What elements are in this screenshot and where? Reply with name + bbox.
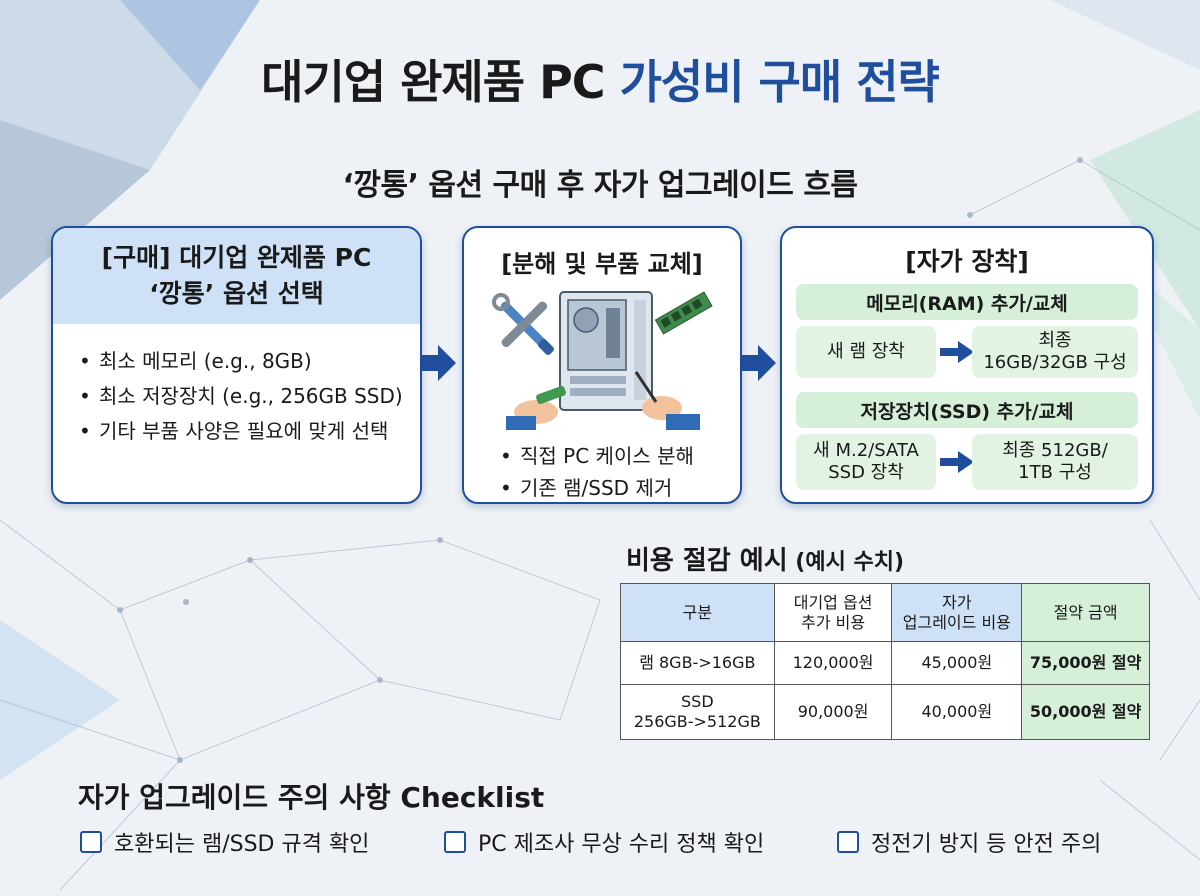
wrench-screwdriver-icon	[492, 293, 554, 355]
step-purchase-card: [구매] 대기업 완제품 PC ‘깡통’ 옵션 선택 최소 메모리 (e.g.,…	[51, 226, 422, 504]
pc-disassembly-illustration	[492, 291, 713, 430]
arrow-right-icon	[940, 451, 974, 473]
step-install-card: [자가 장착] 메모리(RAM) 추가/교체 새 램 장착 최종 16GB/32…	[780, 226, 1154, 504]
row-self-cost: 40,000원	[891, 684, 1023, 740]
ssd-upgrade-label: 저장장치(SSD) 추가/교체	[796, 392, 1138, 428]
table-row: SSD 256GB->512GB 90,000원 40,000원 50,000원…	[620, 684, 1150, 740]
ram-final-line2: 16GB/32GB 구성	[983, 352, 1127, 373]
header-self-cost: 자가 업그레이드 비용	[891, 583, 1023, 642]
row-category-line1: SSD	[681, 692, 714, 711]
row-category-line2: 256GB->512GB	[633, 712, 761, 731]
ssd-final-line1: 최종 512GB/	[1002, 440, 1108, 461]
list-item: 최소 저장장치 (e.g., 256GB SSD)	[79, 379, 420, 414]
row-option-cost: 120,000원	[773, 641, 893, 685]
header-category: 구분	[620, 583, 775, 642]
checkbox-icon[interactable]	[444, 831, 466, 853]
step-purchase-list: 최소 메모리 (e.g., 8GB) 최소 저장장치 (e.g., 256GB …	[53, 344, 420, 449]
flow-arrow-icon	[742, 345, 776, 381]
row-category: SSD 256GB->512GB	[620, 684, 775, 740]
ssd-new-line1: 새 M.2/SATA	[813, 440, 919, 461]
step-install-title: [자가 장착]	[905, 247, 1029, 276]
list-item: 기존 램/SSD 제거	[500, 472, 694, 502]
list-item: 직접 PC 케이스 분해	[500, 440, 694, 472]
step-purchase-title-line1: [구매] 대기업 완제품 PC	[101, 243, 372, 272]
flow-arrow-icon	[422, 345, 456, 381]
step-disassemble-card: [분해 및 부품 교체]	[462, 226, 742, 504]
title-accent: 가성비 구매 전략	[619, 55, 940, 109]
step-purchase-header: [구매] 대기업 완제품 PC ‘깡통’ 옵션 선택	[53, 228, 420, 324]
checklist-item-label: 호환되는 램/SSD 규격 확인	[114, 832, 370, 857]
header-option-cost: 대기업 옵션 추가 비용	[773, 583, 893, 642]
table-row: 램 8GB->16GB 120,000원 45,000원 75,000원 절약	[620, 641, 1150, 685]
checklist-item[interactable]: 정전기 방지 등 안전 주의	[837, 826, 1101, 858]
flow-subtitle: ‘깡통’ 옵션 구매 후 자가 업그레이드 흐름	[342, 168, 858, 203]
step-disassemble-title: [분해 및 부품 교체]	[501, 250, 703, 278]
step-disassemble-list: 직접 PC 케이스 분해 기존 램/SSD 제거	[500, 440, 694, 502]
checkbox-icon[interactable]	[80, 831, 102, 853]
pc-case-icon	[559, 291, 653, 411]
header-option-line2: 추가 비용	[801, 612, 866, 632]
page-title: 대기업 완제품 PC 가성비 구매 전략	[0, 46, 1200, 112]
title-main: 대기업 완제품 PC	[261, 55, 620, 109]
cost-table: 구분 대기업 옵션 추가 비용 자가 업그레이드 비용 절약 금액 램 8GB-…	[620, 583, 1150, 740]
checklist-title: 자가 업그레이드 주의 사항 Checklist	[78, 781, 545, 814]
row-self-cost: 45,000원	[891, 641, 1023, 685]
hands-icon	[506, 371, 700, 430]
list-item: 기타 부품 사양은 필요에 맞게 선택	[79, 414, 420, 449]
checklist-item-label: 정전기 방지 등 안전 주의	[871, 832, 1102, 857]
checkbox-icon[interactable]	[837, 831, 859, 853]
ram-stick-icon	[654, 291, 713, 335]
cost-title-note: (예시 수치)	[787, 550, 905, 575]
header-option-line1: 대기업 옵션	[793, 592, 873, 612]
row-saving: 75,000원 절약	[1021, 641, 1150, 685]
ram-final-box: 최종 16GB/32GB 구성	[972, 326, 1138, 378]
ram-new-box: 새 램 장착	[796, 326, 936, 378]
row-category: 램 8GB->16GB	[620, 641, 775, 685]
table-header-row: 구분 대기업 옵션 추가 비용 자가 업그레이드 비용 절약 금액	[620, 583, 1150, 642]
checklist-item[interactable]: 호환되는 램/SSD 규격 확인	[80, 826, 369, 858]
ram-final-line1: 최종	[1038, 330, 1072, 351]
step-purchase-title-line2: ‘깡통’ 옵션 선택	[149, 279, 324, 308]
row-category-line1: 램 8GB->16GB	[639, 653, 756, 672]
list-item: 최소 메모리 (e.g., 8GB)	[79, 344, 420, 379]
ram-new-text: 새 램 장착	[827, 341, 905, 362]
checklist-item[interactable]: PC 제조사 무상 수리 정책 확인	[444, 826, 764, 858]
ssd-new-box: 새 M.2/SATA SSD 장착	[796, 434, 936, 490]
header-self-line1: 자가	[942, 592, 972, 612]
ssd-final-box: 최종 512GB/ 1TB 구성	[972, 434, 1138, 490]
row-option-cost: 90,000원	[773, 684, 893, 740]
ram-upgrade-label: 메모리(RAM) 추가/교체	[796, 284, 1138, 320]
ssd-new-line2: SSD 장착	[828, 462, 904, 483]
checklist-item-label: PC 제조사 무상 수리 정책 확인	[478, 832, 765, 857]
row-saving: 50,000원 절약	[1021, 684, 1150, 740]
cost-title-main: 비용 절감 예시	[626, 546, 788, 576]
cost-section-title: 비용 절감 예시 (예시 수치)	[626, 540, 904, 577]
arrow-right-icon	[940, 341, 974, 363]
ssd-final-line2: 1TB 구성	[1018, 462, 1092, 483]
header-self-line2: 업그레이드 비용	[902, 612, 1011, 632]
header-saving: 절약 금액	[1021, 583, 1150, 642]
